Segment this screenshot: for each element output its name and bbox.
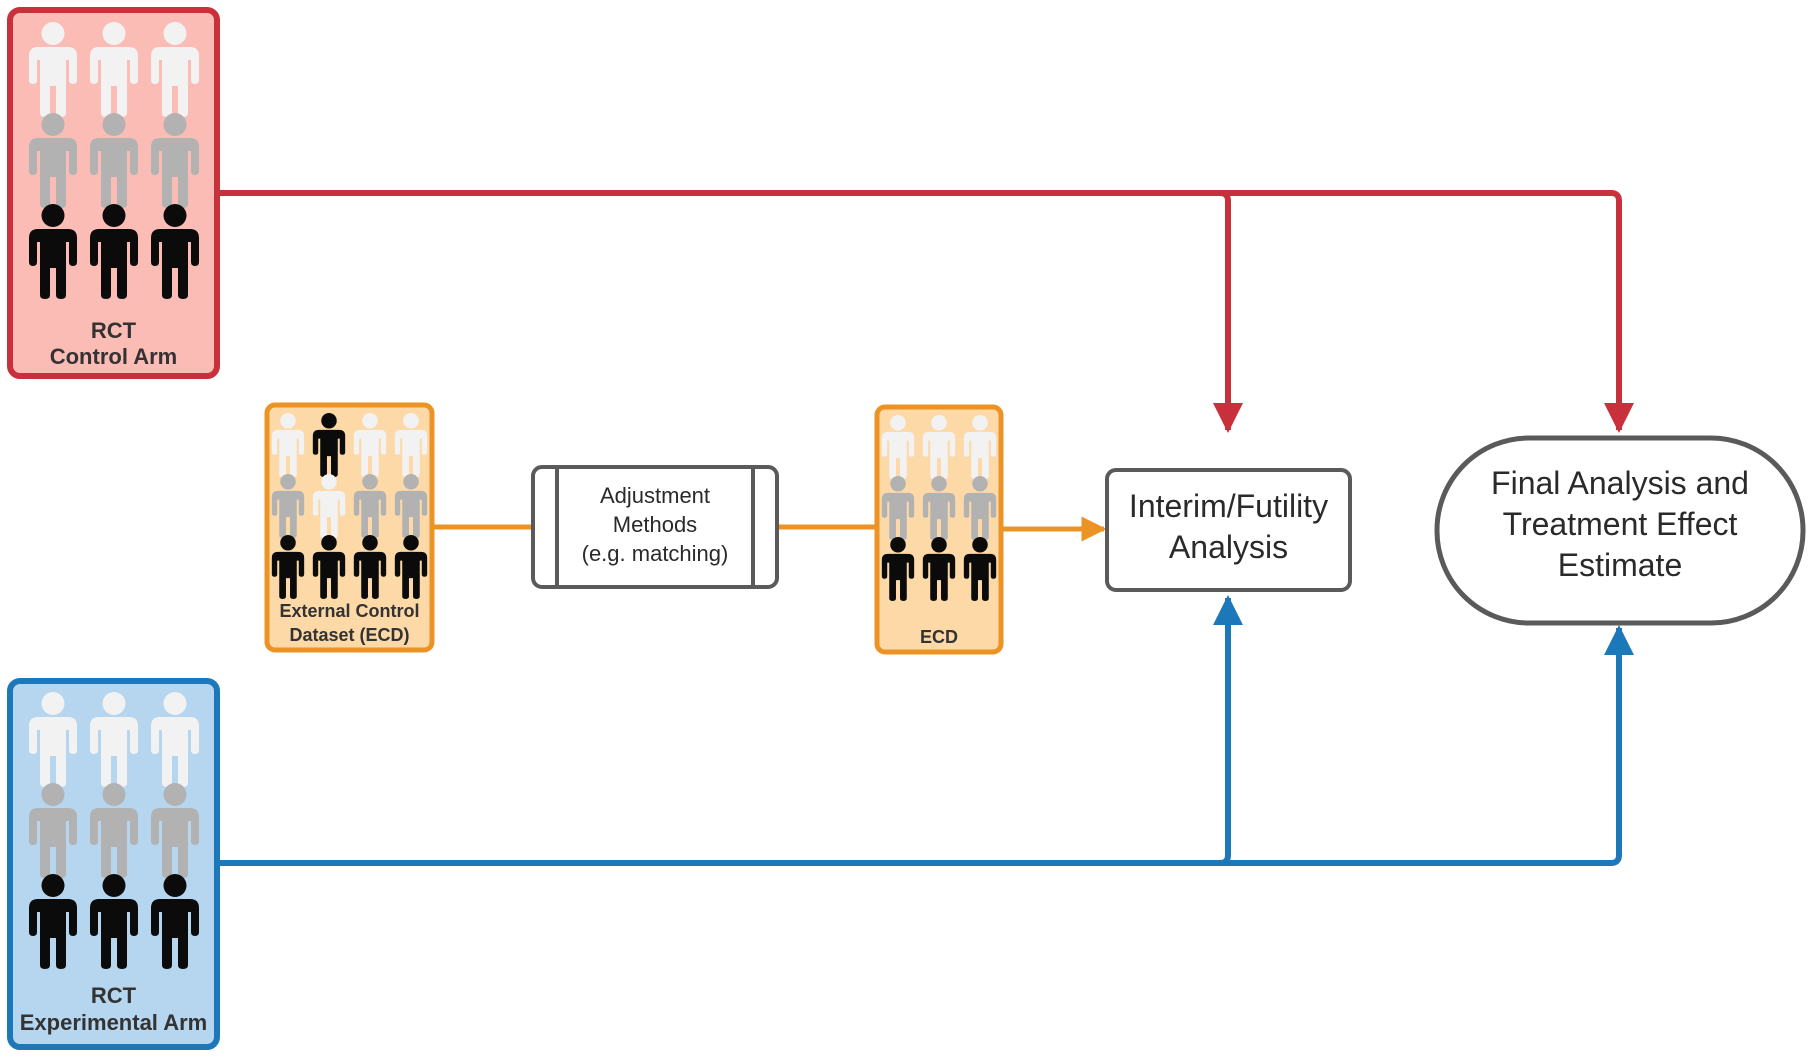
final-analysis-node: Final Analysis and Treatment Effect Esti… (1434, 435, 1806, 626)
ecd-people (881, 415, 997, 601)
external-control-dataset-box: External Control Dataset (ECD) (264, 402, 435, 653)
final-analysis-frame (1434, 435, 1806, 626)
adjustment-label-line2: Methods (613, 512, 697, 537)
interim-futility-frame (1105, 468, 1352, 592)
adjustment-label-line1: Adjustment (600, 483, 710, 508)
experimental-connectors (218, 595, 1634, 866)
rct-control-arm-box: RCT Control Arm (7, 7, 220, 379)
external-connectors (432, 516, 1107, 542)
ecd-box: ECD (874, 404, 1004, 655)
experimental-to-final-line (1220, 625, 1634, 866)
external-control-label-line1: External Control (279, 601, 419, 621)
control-to-interim-line (218, 190, 1243, 433)
rct-experimental-people (29, 692, 199, 969)
rct-control-label-line1: RCT (91, 318, 137, 343)
rct-experimental-arm-box: RCT Experimental Arm (7, 678, 220, 1050)
final-label-line2: Treatment Effect (1503, 506, 1738, 542)
rct-control-people (29, 22, 199, 299)
interim-label-line2: Analysis (1169, 529, 1288, 565)
final-label-line3: Estimate (1558, 547, 1682, 583)
ecd-frame (874, 404, 1004, 655)
adjustment-methods-frame (531, 465, 779, 589)
interim-label-line1: Interim/Futility (1129, 488, 1328, 524)
rct-control-label-line2: Control Arm (50, 344, 178, 369)
adjustment-label-line3: (e.g. matching) (582, 541, 729, 566)
rct-experimental-label-line2: Experimental Arm (20, 1010, 207, 1035)
interim-futility-node: Interim/Futility Analysis (1105, 468, 1352, 592)
ecd-label: ECD (920, 627, 958, 647)
adjustment-methods-node: Adjustment Methods (e.g. matching) (531, 465, 779, 589)
final-label-line1: Final Analysis and (1491, 465, 1749, 501)
external-control-label-line2: Dataset (ECD) (289, 625, 409, 645)
control-to-final-line (1220, 190, 1634, 433)
external-control-dataset-frame (264, 402, 435, 653)
rct-experimental-label-line1: RCT (91, 983, 137, 1008)
control-connectors (218, 190, 1634, 433)
